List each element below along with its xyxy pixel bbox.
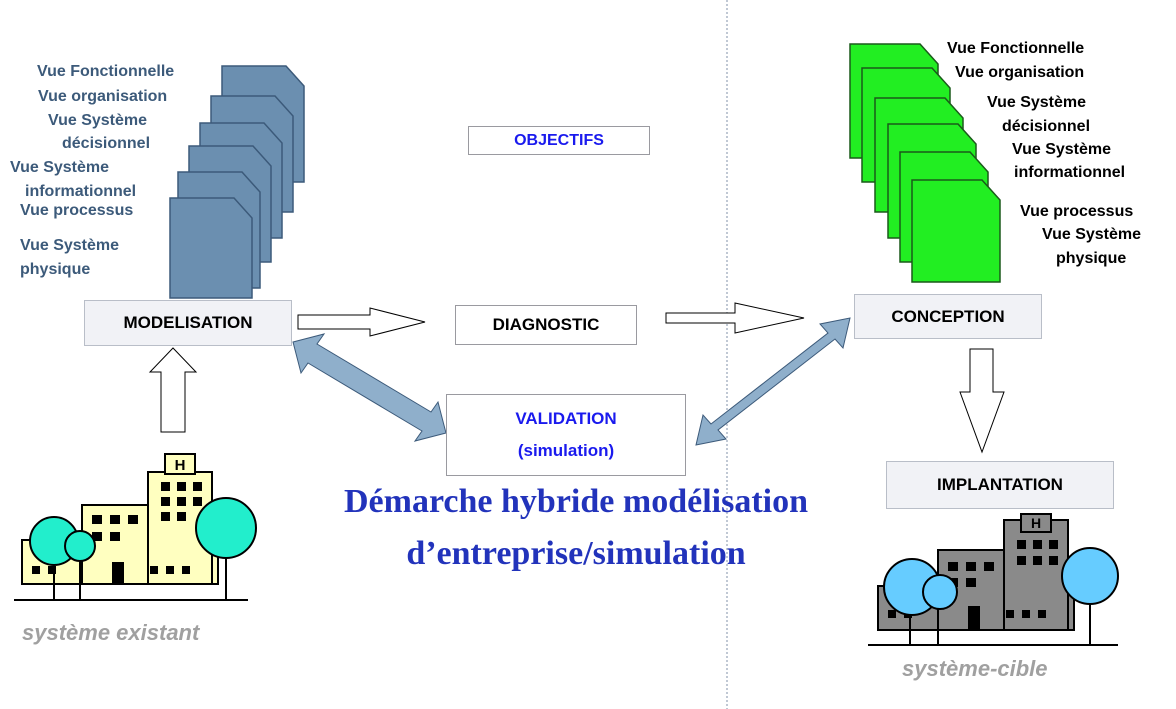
- right-view-fonctionnelle: Vue Fonctionnelle: [947, 40, 1085, 57]
- right-view-physique-line1: Vue Système: [1042, 226, 1142, 243]
- right-view-informationnel-line2: informationnel: [1014, 164, 1126, 181]
- left-view-informationnel-line1: Vue Système: [10, 159, 110, 176]
- right-view-decisionnel-line2: décisionnel: [1002, 118, 1091, 135]
- svg-text:H: H: [1031, 515, 1041, 531]
- modelisation-box: MODELISATION: [84, 300, 292, 346]
- right-view-processus: Vue processus: [1020, 203, 1134, 220]
- right-view-organisation: Vue organisation: [955, 64, 1085, 81]
- arrow-diagnostic-to-conception: [665, 302, 805, 334]
- right-document-stack: [849, 43, 1001, 283]
- right-view-decisionnel-line1: Vue Système: [987, 94, 1087, 111]
- existing-building-icon: H: [14, 453, 257, 601]
- diagram-title-line1: Démarche hybride modélisation: [343, 483, 808, 520]
- svg-text:H: H: [175, 457, 186, 474]
- validation-box: VALIDATION (simulation): [446, 394, 686, 476]
- left-view-organisation: Vue organisation: [38, 88, 168, 105]
- arrow-modelisation-to-diagnostic: [297, 307, 426, 337]
- left-document-stack: [169, 65, 305, 299]
- validation-sublabel: (simulation): [517, 441, 615, 460]
- caption-existing-system: système existant: [22, 620, 200, 645]
- left-view-physique-line1: Vue Système: [20, 237, 120, 254]
- left-view-physique-line2: physique: [20, 261, 91, 278]
- diagnostic-box: DIAGNOSTIC: [455, 305, 637, 345]
- left-view-decisionnel-line1: Vue Système: [48, 112, 148, 129]
- left-view-processus: Vue processus: [20, 202, 134, 219]
- arrow-conception-to-implantation: [959, 348, 1005, 454]
- left-doc-6: [169, 197, 253, 299]
- double-arrow-validation-conception: [695, 317, 851, 446]
- caption-target-system: système-cible: [902, 656, 1048, 681]
- right-doc-6: [911, 179, 1001, 283]
- left-view-decisionnel-line2: décisionnel: [62, 135, 151, 152]
- right-view-informationnel-line1: Vue Système: [1012, 141, 1112, 158]
- diagram-title-line2: d’entreprise/simulation: [406, 535, 746, 572]
- left-view-informationnel-line2: informationnel: [25, 183, 137, 200]
- conception-box: CONCEPTION: [854, 294, 1042, 339]
- implantation-box: IMPLANTATION: [886, 461, 1114, 509]
- validation-label: VALIDATION: [515, 409, 617, 428]
- target-building-icon: H: [868, 513, 1119, 646]
- double-arrow-modelisation-validation: [292, 333, 447, 442]
- right-view-physique-line2: physique: [1056, 250, 1127, 267]
- left-view-fonctionnelle: Vue Fonctionnelle: [37, 63, 175, 80]
- objectifs-box: OBJECTIFS: [468, 126, 650, 155]
- arrow-existing-to-modelisation: [148, 347, 198, 433]
